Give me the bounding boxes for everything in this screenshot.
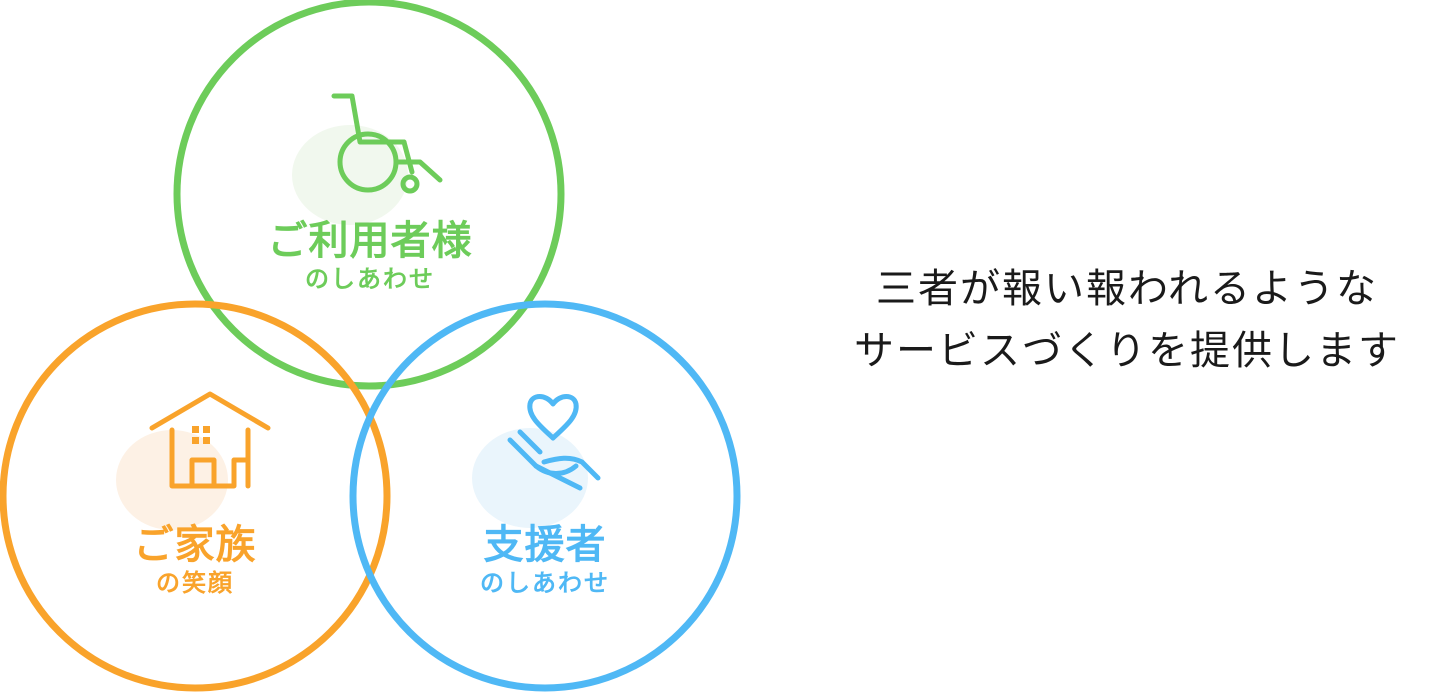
family-circle (0, 300, 391, 692)
family-label-main: ご家族 (133, 522, 257, 568)
tagline-line-2: サービスづくりを提供します (854, 328, 1400, 374)
family-label-sub: の笑顔 (156, 569, 234, 597)
heart-hand-icon (507, 394, 601, 491)
supporter-circle (349, 300, 741, 692)
tagline: 三者が報い報われるような サービスづくりを提供します (800, 258, 1454, 382)
user-label: ご利用者様 のしあわせ (230, 218, 510, 294)
supporter-icon-blob (472, 428, 588, 528)
supporter-label: 支援者 のしあわせ (410, 522, 680, 598)
tagline-line-1: 三者が報い報われるような (876, 266, 1378, 312)
user-circle (173, 0, 565, 390)
user-label-sub: のしあわせ (305, 265, 435, 293)
supporter-label-sub: のしあわせ (480, 569, 610, 597)
supporter-label-main: 支援者 (483, 522, 607, 568)
user-icon-blob (292, 125, 408, 225)
family-label: ご家族 の笑顔 (75, 522, 315, 598)
house-icon (149, 391, 271, 489)
wheelchair-icon (331, 93, 443, 194)
user-label-main: ご利用者様 (267, 218, 473, 264)
venn-diagram: ご利用者様 のしあわせ ご家族 の笑顔 支援者 のしあわせ (0, 0, 741, 692)
